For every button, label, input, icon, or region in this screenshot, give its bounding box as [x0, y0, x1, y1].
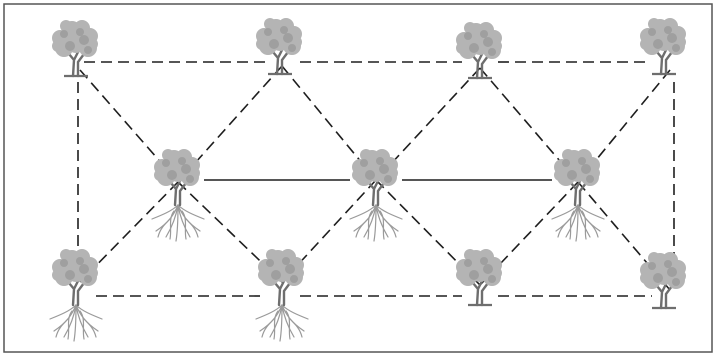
- tree-network-diagram: [0, 0, 717, 358]
